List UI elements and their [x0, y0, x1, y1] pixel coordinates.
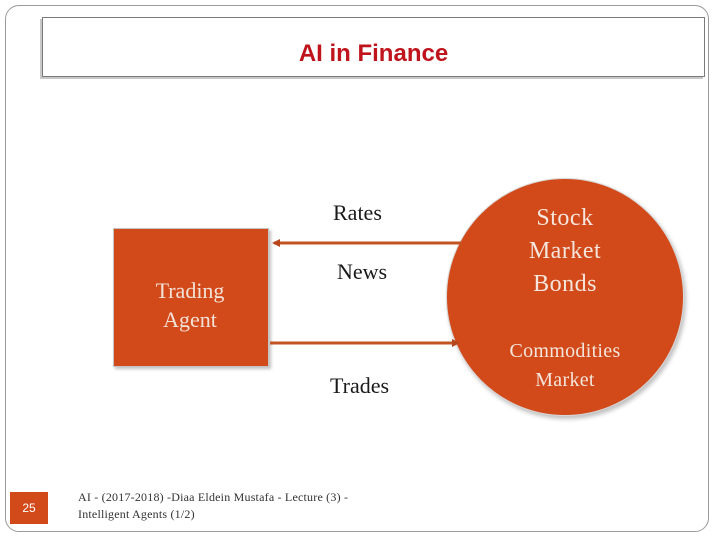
slide-number: 25	[10, 492, 48, 524]
title-box	[42, 17, 705, 77]
agent-label-line-2: Agent	[163, 307, 217, 332]
trading-agent-label: Trading Agent	[113, 276, 267, 334]
rates-label: Rates	[333, 200, 382, 225]
market-label-sub: Commodities Market	[480, 337, 650, 395]
market-circle	[446, 178, 684, 416]
market-label-line-2: Market	[528, 238, 602, 264]
market-label-line-1: Stock	[536, 205, 594, 231]
footer-line-1: AI - (2017-2018) -Diaa Eldein Mustafa - …	[78, 490, 349, 504]
slide-title: AI in Finance	[298, 40, 449, 67]
news-label: News	[337, 259, 388, 284]
slide-frame	[5, 5, 709, 532]
market-label-main: Stock Market Bonds	[490, 202, 640, 301]
trading-agent-box	[113, 228, 269, 367]
agent-label-line-1: Trading	[155, 278, 225, 303]
market-label-line-3: Bonds	[533, 271, 597, 297]
slide-footer: AI - (2017-2018) -Diaa Eldein Mustafa - …	[78, 489, 378, 523]
trades-label: Trades	[330, 373, 390, 398]
market-label-line-5: Market	[535, 369, 595, 391]
footer-line-2: Intelligent Agents (1/2)	[78, 507, 195, 521]
market-label-line-4: Commodities	[509, 340, 621, 362]
